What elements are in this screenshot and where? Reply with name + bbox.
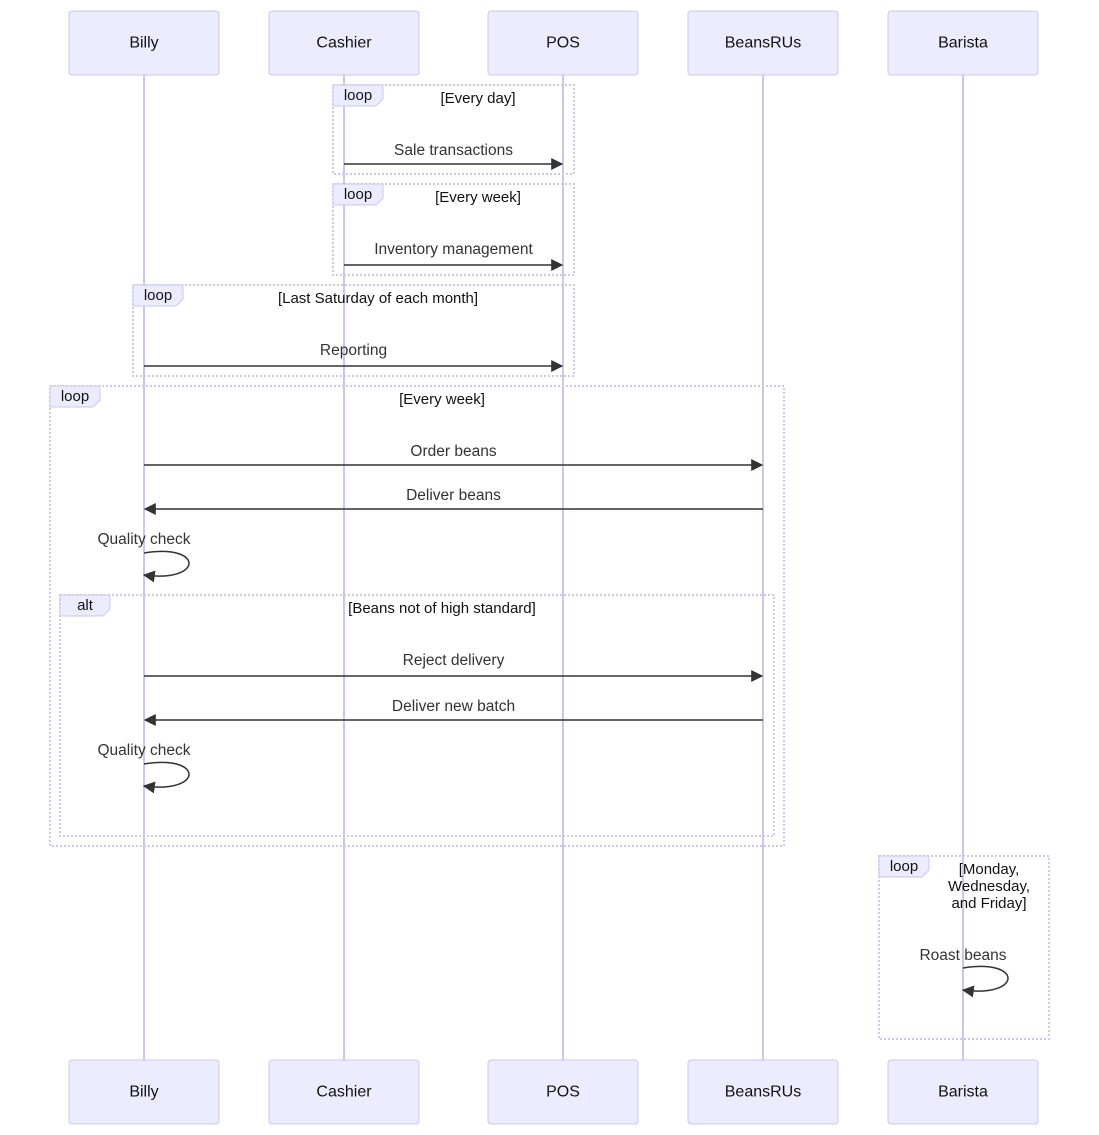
message-label: Reject delivery	[403, 652, 505, 669]
fragment-condition: [Every day]	[440, 90, 515, 107]
message-label: Inventory management	[374, 241, 533, 258]
actor-label: Cashier	[316, 1084, 372, 1101]
fragment-loop-4: loop [Every week]	[49, 385, 785, 847]
actor-pos-top: POS	[487, 10, 639, 76]
fragment-loop-6: loop [Monday,Wednesday,and Friday]	[878, 855, 1050, 1040]
actor-beansrus-bottom: BeansRUs	[687, 1059, 839, 1125]
fragment-condition: [Every week]	[399, 391, 485, 408]
fragment-border	[332, 84, 575, 175]
actor-cashier-top: Cashier	[268, 10, 420, 76]
fragment-loop-1: loop [Every day]	[332, 84, 575, 175]
message-label: Quality check	[97, 531, 190, 548]
fragment-condition: [Monday,	[959, 861, 1020, 878]
actor-box	[487, 1059, 639, 1125]
actor-label: BeansRUs	[725, 35, 801, 52]
message-7: Reject delivery	[144, 652, 764, 682]
fragment-loop-2: loop [Every week]	[332, 183, 575, 276]
actor-label: Billy	[129, 1084, 158, 1101]
fragment-condition: [Last Saturday of each month]	[278, 290, 478, 307]
fragment-kind-label: alt	[77, 597, 94, 614]
message-label: Roast beans	[919, 947, 1006, 964]
fragment-kind-label: loop	[344, 87, 372, 104]
actor-label: Barista	[938, 1084, 988, 1101]
fragment-alt-5: alt [Beans not of high standard]	[59, 594, 775, 837]
fragment-condition: and Friday]	[951, 895, 1026, 912]
message-label: Sale transactions	[394, 142, 513, 159]
actor-box	[68, 10, 220, 76]
actor-barista-bottom: Barista	[887, 1059, 1039, 1125]
fragment-border	[59, 594, 775, 837]
fragment-kind-label: loop	[144, 287, 172, 304]
actor-barista-top: Barista	[887, 10, 1039, 76]
actor-pos-bottom: POS	[487, 1059, 639, 1125]
actor-box	[487, 10, 639, 76]
fragment-tab	[878, 855, 930, 878]
fragment-tab	[49, 385, 101, 408]
message-label: Reporting	[320, 342, 387, 359]
message-label: Order beans	[410, 443, 496, 460]
fragment-border	[878, 855, 1050, 1040]
actor-box	[687, 10, 839, 76]
message-3: Reporting	[144, 342, 564, 372]
self-message-arrow	[961, 965, 1009, 998]
message-10: Roast beans	[919, 947, 1009, 998]
message-4: Order beans	[144, 443, 764, 471]
actor-label: POS	[546, 1084, 580, 1101]
fragment-border	[332, 183, 575, 276]
fragment-border	[132, 284, 575, 377]
message-2: Inventory management	[344, 241, 564, 271]
actor-label: Barista	[938, 35, 988, 52]
message-5: Deliver beans	[143, 487, 763, 515]
message-label: Quality check	[97, 742, 190, 759]
message-label: Deliver new batch	[392, 698, 515, 715]
self-message-arrow	[142, 550, 190, 583]
actor-label: BeansRUs	[725, 1084, 801, 1101]
fragment-condition: [Every week]	[435, 189, 521, 206]
fragment-condition: Wednesday,	[948, 878, 1030, 895]
fragment-loop-3: loop [Last Saturday of each month]	[132, 284, 575, 377]
message-9: Quality check	[97, 742, 191, 794]
fragment-kind-label: loop	[344, 186, 372, 203]
fragment-border	[49, 385, 785, 847]
fragment-kind-label: loop	[890, 858, 918, 875]
actor-box	[887, 1059, 1039, 1125]
fragment-tab	[332, 84, 384, 107]
actor-label: Cashier	[316, 35, 372, 52]
fragment-condition: [Beans not of high standard]	[348, 600, 536, 617]
message-6: Quality check	[97, 531, 191, 583]
actor-beansrus-top: BeansRUs	[687, 10, 839, 76]
fragment-tab	[132, 284, 184, 307]
message-8: Deliver new batch	[143, 698, 763, 726]
actor-billy-top: Billy	[68, 10, 220, 76]
actor-box	[687, 1059, 839, 1125]
actor-label: POS	[546, 35, 580, 52]
actor-box	[268, 10, 420, 76]
message-1: Sale transactions	[344, 142, 564, 170]
actor-billy-bottom: Billy	[68, 1059, 220, 1125]
self-message-arrow	[142, 761, 190, 794]
fragment-tab	[59, 594, 111, 617]
message-label: Deliver beans	[406, 487, 501, 504]
fragment-tab	[332, 183, 384, 206]
actor-box	[68, 1059, 220, 1125]
actor-box	[887, 10, 1039, 76]
fragment-kind-label: loop	[61, 388, 89, 405]
actor-cashier-bottom: Cashier	[268, 1059, 420, 1125]
actor-label: Billy	[129, 35, 158, 52]
actor-box	[268, 1059, 420, 1125]
